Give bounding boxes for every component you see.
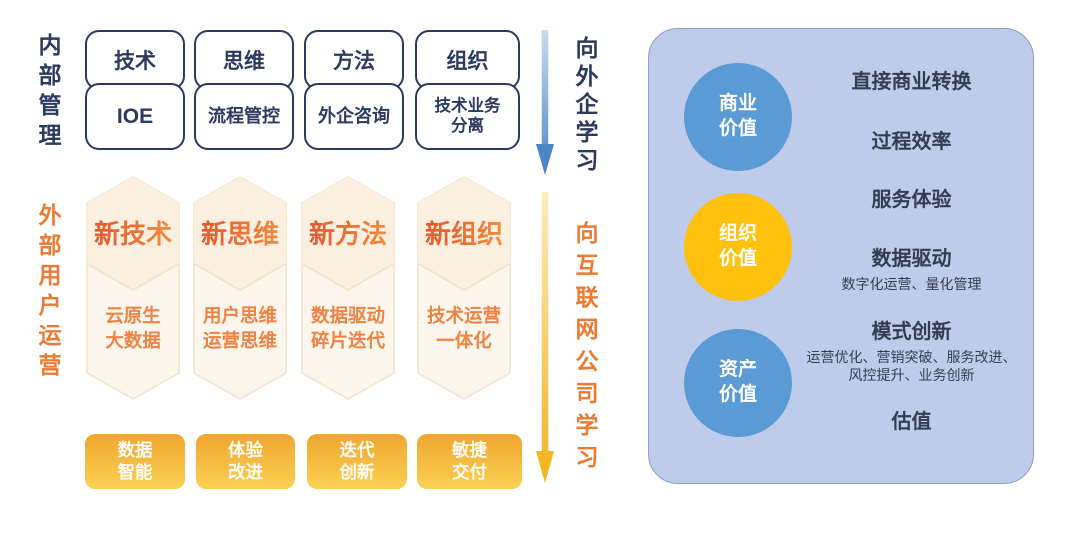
banner-detail: 云原生 大数据: [105, 305, 161, 351]
value-item: 过程效率: [799, 130, 1024, 154]
value-item: 直接商业转换: [799, 70, 1024, 94]
hexagon-banner-shape: [193, 176, 287, 400]
banner-new-organization: 新组织 技术运营 一体化: [417, 176, 511, 400]
top-column-organization: 组织 技术业务 分离: [415, 30, 520, 176]
top-column-tech: 技术 IOE: [85, 30, 185, 176]
value-item-title: 过程效率: [871, 131, 952, 153]
top-box-title: 思维: [194, 30, 294, 90]
bottom-box-data-intelligence: 数据 智能: [85, 434, 185, 489]
banner-new-tech: 新技术 云原生 大数据: [86, 176, 180, 400]
banner-title: 新思维: [189, 214, 291, 251]
value-items: 直接商业转换 过程效率 服务体验 数据驱动 数字化运营、量化管理 模式创新 运营…: [649, 29, 1033, 483]
bottom-box-agile-delivery: 敏捷 交付: [417, 434, 522, 489]
blue-down-arrow-icon: [536, 30, 554, 175]
external-user-operation-label: 外部用户运营: [35, 203, 61, 383]
banner-detail: 技术运营 一体化: [426, 305, 501, 351]
value-item-title: 估值: [891, 411, 932, 433]
banner-new-mindset: 新思维 用户思维 运营思维: [193, 176, 287, 400]
banner-title: 新技术: [82, 214, 184, 251]
value-panel: 商业 价值 组织 价值 资产 价值 直接商业转换 过程效率 服务体验 数据驱动 …: [648, 28, 1034, 484]
circle-asset-value: 资产 价值: [684, 329, 792, 437]
value-item: 服务体验: [799, 188, 1024, 212]
top-box-title: 组织: [415, 30, 520, 90]
learn-from-foreign-label: 向外企学习: [572, 36, 598, 176]
banner-detail: 数据驱动 碎片迭代: [310, 305, 385, 351]
hexagon-banner-shape: [417, 176, 511, 400]
value-item-title: 直接商业转换: [851, 71, 972, 93]
circle-organization-value: 组织 价值: [684, 193, 792, 301]
top-box-title: 技术: [85, 30, 185, 90]
value-item: 数据驱动 数字化运营、量化管理: [799, 247, 1024, 293]
top-box-detail: 技术业务 分离: [415, 83, 520, 150]
hexagon-banner-shape: [301, 176, 395, 400]
bottom-box-experience-improvement: 体验 改进: [196, 434, 295, 489]
value-item: 模式创新 运营优化、营销突破、服务改进、 风控提升、业务创新: [799, 320, 1024, 384]
value-item-subtitle: 运营优化、营销突破、服务改进、 风控提升、业务创新: [806, 349, 1017, 384]
value-circles: 商业 价值 组织 价值 资产 价值: [649, 29, 1033, 483]
banner-detail: 用户思维 运营思维: [202, 305, 277, 351]
value-item-title: 模式创新: [871, 321, 952, 343]
top-box-detail: 外企咨询: [304, 83, 404, 150]
bottom-box-iterative-innovation: 迭代 创新: [307, 434, 407, 489]
top-column-method: 方法 外企咨询: [304, 30, 404, 176]
internal-management-label: 内部管理: [35, 33, 61, 153]
value-item-title: 数据驱动: [871, 248, 952, 270]
top-column-mindset: 思维 流程管控: [194, 30, 294, 176]
circle-business-value: 商业 价值: [684, 63, 792, 171]
value-item: 估值: [799, 410, 1024, 434]
value-item-subtitle: 数字化运营、量化管理: [841, 276, 982, 292]
learn-from-internet-label: 向互联网公司学习: [572, 221, 598, 477]
yellow-down-arrow-icon: [536, 192, 554, 483]
banner-title: 新组织: [413, 214, 515, 251]
top-box-detail: IOE: [85, 83, 185, 150]
value-item-title: 服务体验: [871, 189, 952, 211]
hexagon-banner-shape: [86, 176, 180, 400]
top-box-detail: 流程管控: [194, 83, 294, 150]
banner-title: 新方法: [297, 214, 399, 251]
top-box-title: 方法: [304, 30, 404, 90]
banner-new-method: 新方法 数据驱动 碎片迭代: [301, 176, 395, 400]
